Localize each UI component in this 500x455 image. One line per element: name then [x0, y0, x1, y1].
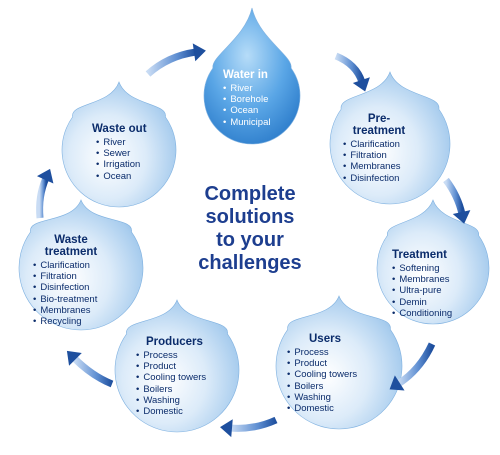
list-item: Irrigation: [96, 159, 147, 170]
curved-arrow-icon: [229, 416, 278, 432]
stage-users: Users Process Product Cooling towers Boi…: [287, 333, 357, 414]
list-item: Membranes: [392, 274, 452, 285]
list-item: Bio-treatment: [33, 294, 109, 305]
list-item: Product: [136, 361, 206, 372]
stage-producers: Producers Process Product Cooling towers…: [136, 336, 206, 417]
stage-waste-out: Waste out River Sewer Irrigation Ocean: [92, 123, 147, 182]
list-item: Process: [136, 350, 206, 361]
stage-title: Users: [309, 333, 341, 345]
list-item: River: [96, 137, 147, 148]
stage-item-list: Softening Membranes Ultra-pure Demin Con…: [392, 263, 452, 319]
curved-arrow-icon: [334, 52, 366, 84]
stage-item-list: River Borehole Ocean Municipal: [223, 83, 270, 128]
list-item: Softening: [392, 263, 452, 274]
list-item: Ocean: [223, 105, 270, 116]
list-item: Demin: [392, 297, 452, 308]
arrowhead-icon: [36, 168, 54, 184]
list-item: Boilers: [136, 384, 206, 395]
list-item: Borehole: [223, 94, 270, 105]
stage-title: Waste treatment: [44, 234, 98, 258]
list-item: Filtration: [343, 150, 415, 161]
curved-arrow-icon: [396, 342, 436, 387]
stage-title: Waste out: [92, 123, 147, 135]
list-item: Conditioning: [392, 308, 452, 319]
list-item: Ocean: [96, 171, 147, 182]
stage-title: Pre- treatment: [352, 113, 406, 137]
arrowhead-icon: [352, 77, 370, 92]
stage-item-list: Process Product Cooling towers Boilers W…: [287, 347, 357, 414]
stage-item-list: Process Product Cooling towers Boilers W…: [136, 350, 206, 417]
stage-title: Treatment: [392, 249, 447, 261]
arrowhead-icon: [220, 419, 233, 438]
arrowhead-icon: [389, 375, 405, 391]
center-line-2: solutions: [205, 206, 295, 228]
list-item: Washing: [136, 395, 206, 406]
arrowhead-icon: [192, 43, 206, 62]
list-item: Cooling towers: [136, 372, 206, 383]
center-slogan: Complete solutions to your challenges: [160, 183, 340, 275]
center-line-1: Complete: [204, 183, 296, 205]
stage-title: Water in: [223, 69, 268, 81]
center-line-3: to your: [216, 229, 284, 251]
list-item: Domestic: [136, 406, 206, 417]
list-item: Domestic: [287, 403, 357, 414]
curved-arrow-icon: [71, 355, 114, 388]
arrowhead-icon: [452, 210, 471, 224]
list-item: Membranes: [33, 305, 109, 316]
list-item: Sewer: [96, 148, 147, 159]
list-item: Municipal: [223, 117, 270, 128]
stage-water-in: Water in River Borehole Ocean Municipal: [223, 69, 270, 128]
list-item: Membranes: [343, 161, 415, 172]
list-item: Filtration: [33, 271, 109, 282]
stage-pre-treatment: Pre- treatment Clarification Filtration …: [343, 113, 415, 184]
list-item: Recycling: [33, 316, 109, 327]
stage-waste-treatment: Waste treatment Clarification Filtration…: [33, 234, 109, 327]
stage-item-list: River Sewer Irrigation Ocean: [92, 137, 147, 182]
list-item: Disinfection: [33, 282, 109, 293]
stage-title: Producers: [146, 336, 203, 348]
stage-item-list: Clarification Filtration Disinfection Bi…: [33, 260, 109, 327]
list-item: Cooling towers: [287, 369, 357, 380]
list-item: River: [223, 83, 270, 94]
curved-arrow-icon: [36, 176, 50, 219]
list-item: Washing: [287, 392, 357, 403]
curved-arrow-icon: [145, 48, 197, 77]
stage-treatment: Treatment Softening Membranes Ultra-pure…: [392, 249, 452, 319]
stage-item-list: Clarification Filtration Membranes Disin…: [343, 139, 415, 184]
list-item: Product: [287, 358, 357, 369]
list-item: Boilers: [287, 381, 357, 392]
arrowhead-icon: [66, 350, 82, 366]
list-item: Clarification: [343, 139, 415, 150]
list-item: Disinfection: [343, 173, 415, 184]
list-item: Process: [287, 347, 357, 358]
list-item: Clarification: [33, 260, 109, 271]
list-item: Ultra-pure: [392, 285, 452, 296]
center-line-4: challenges: [198, 252, 302, 274]
curved-arrow-icon: [443, 177, 466, 215]
